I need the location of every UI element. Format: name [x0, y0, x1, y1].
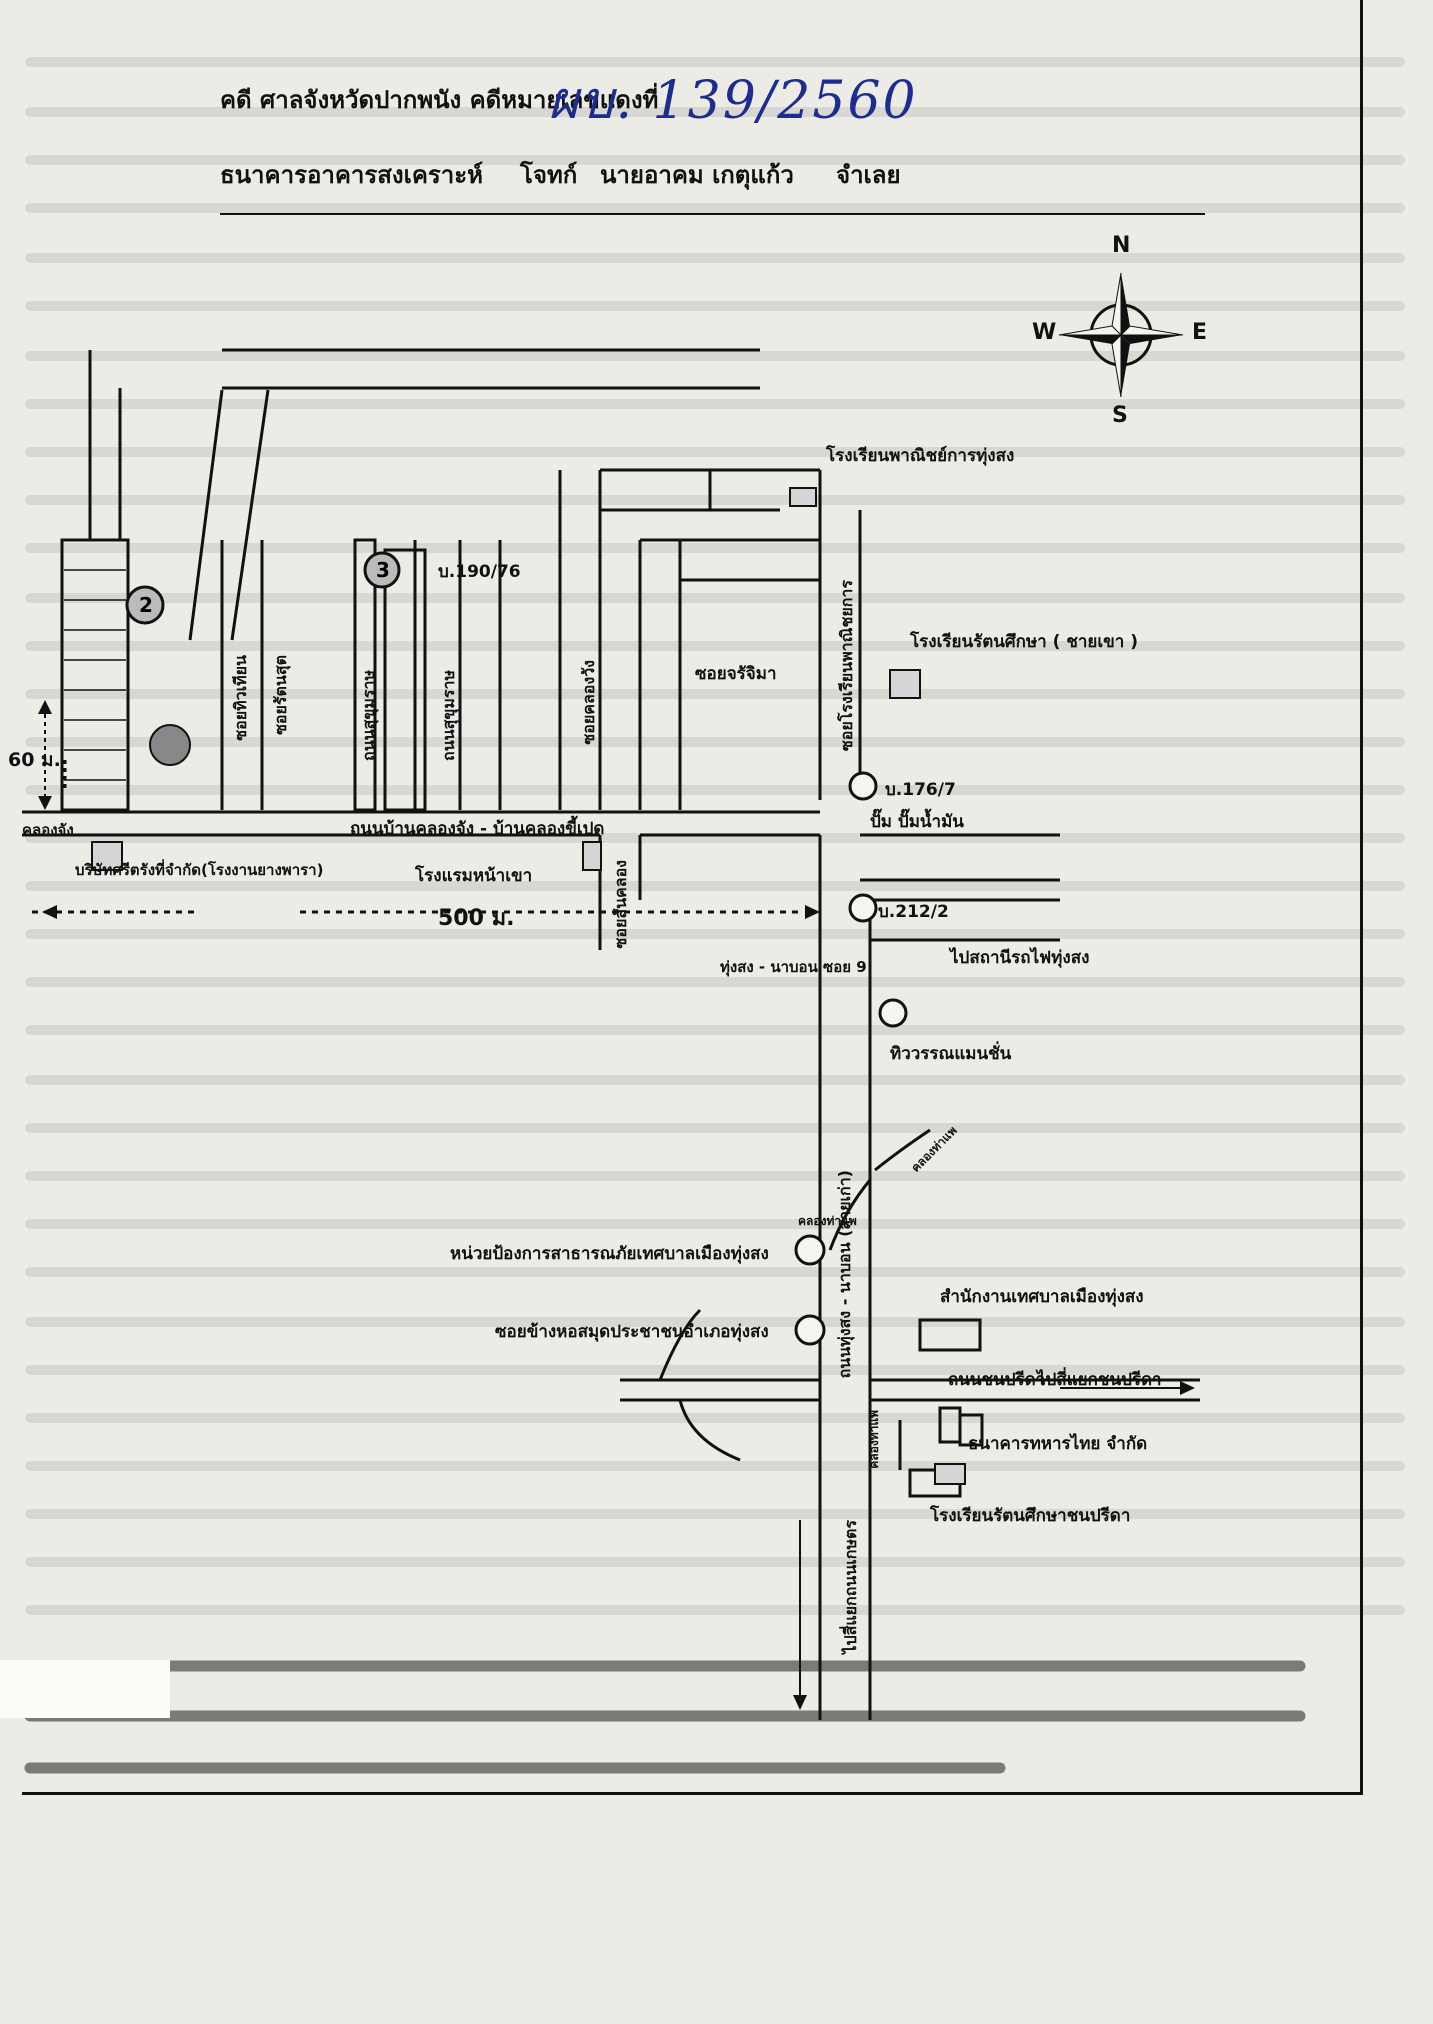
marker-3-number: 3 — [376, 558, 390, 582]
label-khlong-tha-lae: คลองท่าแพ — [798, 1214, 857, 1228]
marker-house-176-7 — [848, 771, 878, 801]
marker-thiwa — [878, 998, 908, 1028]
label-soi-klongwang: ซอยคลองวัง — [579, 660, 598, 745]
label-to-chonpricha-junction: ไปสี่แยกชนปรีดา — [1037, 1370, 1162, 1390]
building-school-commerce — [789, 487, 817, 507]
marker-2-number: 2 — [139, 593, 153, 617]
soi-block-2 — [353, 538, 377, 812]
label-gas-station: ปั๊ม ปั๊มน้ำมัน — [870, 812, 964, 832]
label-school-commerce: โรงเรียนพาณิชย์การทุ่งสง — [826, 446, 1015, 466]
marker-disaster-unit — [794, 1234, 826, 1266]
label-library-soi: ซอยข้างหอสมุดประชาชนอำเภอทุ่งสง — [495, 1322, 769, 1342]
label-thiwa-mansion: ทิววรรณแมนชั่น — [890, 1044, 1012, 1064]
compass-n: N — [1112, 233, 1131, 258]
defendant-role: จำเลย — [836, 161, 901, 189]
label-khlong-tha-lae-3: คลองท่าแพ — [867, 1410, 881, 1469]
map-frame — [22, 0, 1363, 1795]
label-soi-sankhong: ซอยสันคลอง — [611, 860, 630, 949]
label-road-tungsong-nabon: ถนนทุ่งสง - นาบอน (สายเก่า) — [835, 1170, 854, 1379]
bank-building — [938, 1406, 962, 1444]
compass-w: W — [1032, 320, 1057, 345]
label-to-kasetsat-junction: ไปสี่แยกถนนเกษตร — [841, 1520, 860, 1654]
case-line: คดี ศาลจังหวัดปากพนัง คดีหมายเลขแดงที่ — [220, 86, 659, 114]
label-school-rattana: โรงเรียนรัตนศึกษา ( ชายเขา ) — [910, 632, 1139, 652]
building-rattana-chonpricha — [934, 1463, 966, 1485]
label-to-train-station: ไปสถานีรถไฟทุ่งสง — [950, 948, 1090, 968]
label-road-sukhumrat: ถนนสุขุมราษ — [359, 670, 378, 761]
plaintiff-role: โจทก์ — [520, 161, 578, 189]
marker-dark-plot — [149, 724, 191, 766]
label-soi-tiwathian: ซอยทิวเทียน — [231, 655, 250, 741]
label-road-chonpricha: ถนนชนปรีดา — [948, 1370, 1046, 1390]
compass-e: E — [1192, 320, 1208, 345]
white-out-patch — [0, 1660, 170, 1718]
road-diagonal — [188, 389, 224, 641]
marker-3-circle — [363, 551, 401, 589]
marker-library-soi — [794, 1314, 826, 1346]
defendant-name: นายอาคม เกตุแก้ว — [600, 161, 794, 189]
label-school-rattana-chonpricha: โรงเรียนรัตนศึกษาชนปรีดา — [930, 1506, 1131, 1526]
building-hotel — [582, 841, 602, 871]
case-number-handwritten: ผบ. 139/2560 — [548, 71, 918, 131]
building-block-left — [60, 538, 130, 812]
building-rubber-company — [91, 841, 123, 871]
label-distance-60: 60 ม. — [8, 749, 61, 771]
compass-s: S — [1112, 403, 1128, 428]
building-school-rattana — [889, 669, 921, 699]
label-municipality-office: สำนักงานเทศบาลเมืองทุ่งสง — [940, 1287, 1144, 1307]
marker-2-circle — [125, 585, 165, 625]
marker-house-212-2 — [848, 893, 878, 923]
label-khlong-jang: คลองจัง — [22, 821, 74, 839]
label-company-rubber: บริษัทศรีตรังที่จำกัด(โรงงานยางพารา) — [75, 861, 324, 879]
label-house-176-7: บ.176/7 — [885, 780, 956, 800]
label-soi-ratcha: ซอยจรัจิมา — [695, 664, 777, 684]
building-block-mid — [383, 548, 427, 812]
label-disaster-unit: หน่วยป้องการสาธารณภัยเทศบาลเมืองทุ่งสง — [450, 1244, 769, 1264]
label-soi-school-road: ซอยโรงเรียนพาณิชยการ — [837, 580, 856, 752]
label-road-khlongjang: ถนนบ้านคลองจัง - บ้านคลองขี้เปด — [350, 819, 605, 839]
label-distance-500: 500 ม. — [438, 906, 515, 931]
plaintiff-name: ธนาคารอาคารสงเคราะห์ — [220, 161, 483, 189]
header-divider — [220, 213, 1205, 215]
label-house-190-76: บ.190/76 — [438, 562, 521, 582]
label-tungsong-nabon-9: ทุ่งสง - นาบอน ซอย 9 — [720, 958, 867, 976]
label-bank-thai-military: ธนาคารทหารไทย จำกัด — [968, 1434, 1148, 1454]
label-road-sukhumrat-2: ถนนสุขุมราษ — [439, 670, 458, 761]
compass-rose-icon — [1058, 272, 1184, 398]
label-hotel-naokhao: โรงแรมหน้าเขา — [415, 866, 533, 886]
label-soi-rattanasut: ซอยรัตนสุต — [271, 655, 290, 735]
label-house-212-2: บ.212/2 — [878, 902, 949, 922]
